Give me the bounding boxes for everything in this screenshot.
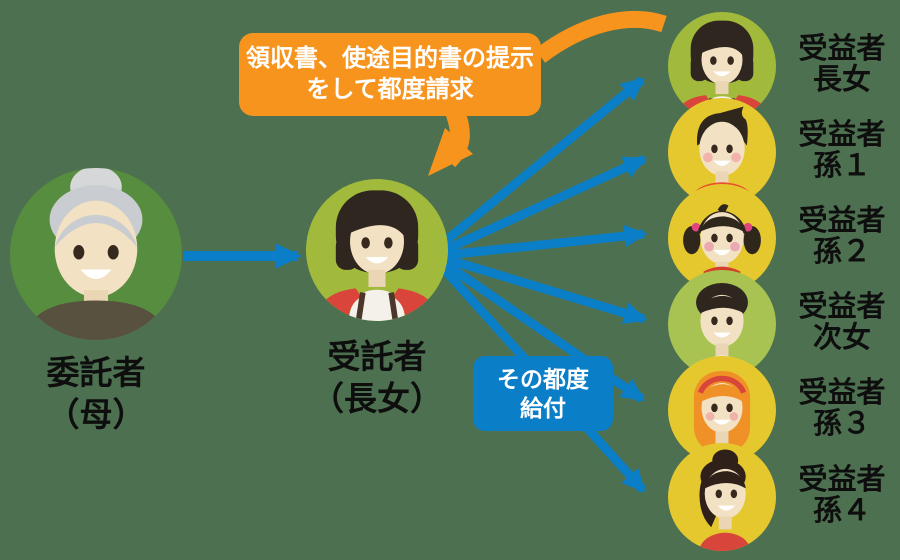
trustor-label-line2: （母） (46, 396, 146, 433)
woman-bob-avatar (314, 190, 440, 321)
payment-label-line1: その都度 (497, 366, 589, 392)
request-bubble-line2: をして都度請求 (306, 76, 474, 103)
payment-label-line2: 給付 (520, 395, 566, 421)
beneficiary-3-label-line2: 孫２ (812, 236, 871, 268)
beneficiary-4-label-line1: 受益者 (798, 291, 886, 323)
request-arrow-band (534, 10, 667, 63)
arrow-to-beneficiary-2 (443, 154, 648, 255)
beneficiary-1-label: 受益者 長女 (782, 34, 900, 96)
beneficiary-6-label-line1: 受益者 (798, 464, 886, 496)
trustee-circle (306, 179, 448, 321)
beneficiary-2-label-line1: 受益者 (798, 119, 886, 151)
arrow-to-beneficiary-1 (440, 76, 645, 247)
beneficiary-5-circle (668, 356, 776, 464)
arrow-to-beneficiary-4 (444, 254, 648, 325)
beneficiary-6-circle (668, 443, 776, 551)
trustor-label-line1: 委託者 (46, 354, 146, 391)
request-bubble: 領収書、使途目的書の提示 をして都度請求 (239, 33, 541, 116)
trustee-label: 受託者 （長女） (287, 336, 467, 420)
payment-label-box: その都度 給付 (473, 356, 613, 431)
beneficiary-5-label-line1: 受益者 (798, 377, 886, 409)
beneficiary-5-label: 受益者 孫３ (782, 378, 900, 440)
beneficiary-5-label-line2: 孫３ (812, 408, 871, 440)
beneficiary-6-label: 受益者 孫４ (782, 465, 900, 527)
beneficiary-6-label-line2: 孫４ (812, 495, 871, 527)
beneficiary-3-label-line1: 受益者 (798, 205, 886, 237)
beneficiary-2-label: 受益者 孫１ (782, 120, 900, 182)
beneficiary-4-label: 受益者 次女 (782, 292, 900, 354)
beneficiary-2-label-line2: 孫１ (812, 150, 871, 182)
request-bubble-line1: 領収書、使途目的書の提示 (246, 45, 534, 72)
request-arrowhead (428, 128, 473, 176)
beneficiary-3-label: 受益者 孫２ (782, 206, 900, 268)
elderly-woman-avatar (23, 168, 169, 340)
girl-ponytail-avatar (698, 449, 752, 551)
trustee-label-line2: （長女） (311, 380, 443, 417)
arrow-to-beneficiary-3 (445, 224, 648, 260)
trustor-circle (10, 168, 182, 340)
trustee-label-line1: 受託者 (327, 338, 427, 375)
beneficiary-4-label-line2: 次女 (812, 322, 871, 354)
trustor-label: 委託者 （母） (6, 352, 186, 436)
beneficiary-1-label-line2: 長女 (812, 64, 871, 96)
beneficiary-1-label-line1: 受益者 (798, 33, 886, 65)
